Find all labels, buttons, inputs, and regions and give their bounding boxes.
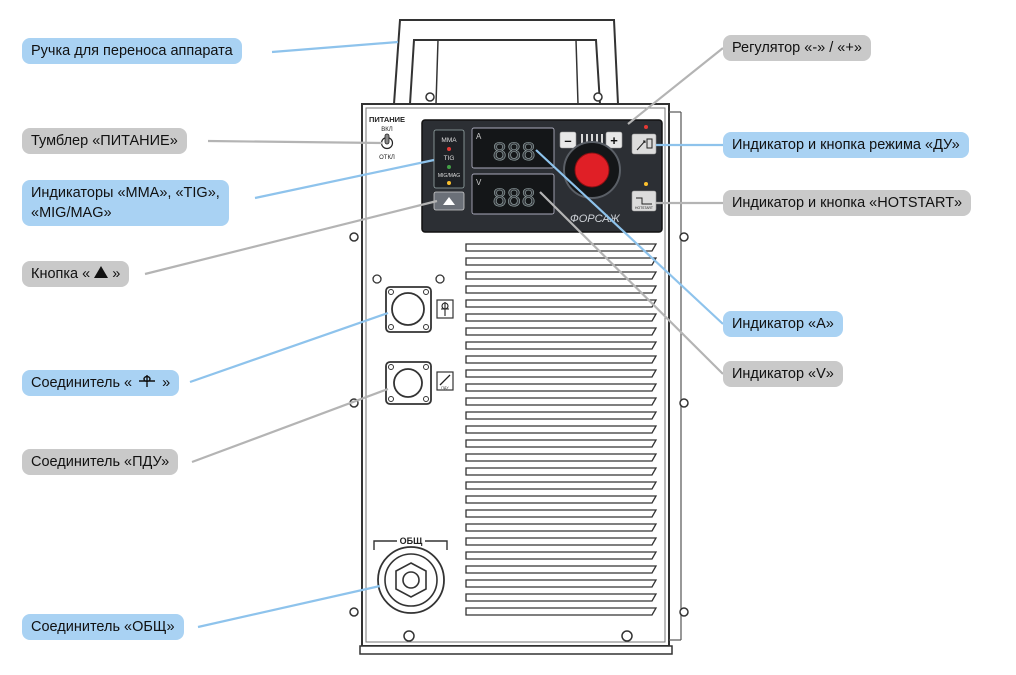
callout-remote-connector: Соединитель «ПДУ» (22, 449, 179, 475)
callout-mode-indicators: Индикаторы «MMA», «TIG», «MIG/MAG» (22, 180, 229, 226)
vent-slat (465, 579, 658, 588)
callout-torch-connector-prefix: Соединитель « (31, 375, 133, 391)
power-off-label: ОТКЛ (379, 155, 395, 161)
vent-slat (465, 509, 658, 518)
callout-power-toggle: Тумблер «ПИТАНИЕ» (22, 128, 187, 154)
vent-slat (465, 537, 658, 546)
hotstart-button[interactable] (631, 190, 657, 212)
vent-slat (465, 467, 658, 476)
display-v-letter: V (476, 178, 482, 187)
power-toggle[interactable] (384, 133, 390, 145)
callout-indicator-a: Индикатор «А» (723, 311, 843, 337)
up-triangle-icon (94, 266, 109, 278)
vent-slat (465, 383, 658, 392)
vent-slat (465, 397, 658, 406)
callout-up-button-prefix: Кнопка « (31, 266, 91, 282)
vent-slat (465, 593, 658, 602)
up-triangle-icon (443, 197, 455, 205)
carry-handle (392, 19, 620, 105)
minus-sign: – (564, 133, 571, 148)
brand-logo: ФОРСАЖ (570, 213, 621, 225)
led-remote (644, 125, 648, 129)
remote-sign: ПДУ (441, 386, 449, 390)
callout-remote-mode: Индикатор и кнопка режима «ДУ» (723, 132, 969, 158)
ventilation-grille (465, 243, 658, 616)
display-a-digits: 888 (492, 138, 535, 166)
mode-indicators (433, 129, 465, 189)
vent-slat (465, 243, 658, 252)
callout-handle: Ручка для переноса аппарата (22, 38, 242, 64)
mode-label-tig: TIG (444, 155, 455, 162)
led-mig (447, 181, 451, 185)
remote-connector[interactable] (385, 361, 432, 405)
remote-plug-icon (439, 374, 451, 386)
power-on-label: ВКЛ (381, 127, 392, 133)
callout-indicator-v: Индикатор «V» (723, 361, 843, 387)
callout-ground-connector: Соединитель «ОБЩ» (22, 614, 184, 640)
hotstart-sign: HOTSTART (635, 206, 653, 210)
vent-slat (465, 341, 658, 350)
ground-sign: ОБЩ (400, 536, 423, 546)
plus-button[interactable] (605, 131, 623, 149)
vent-slat (465, 257, 658, 266)
display-v-digits: 888 (492, 184, 535, 212)
vent-slat (465, 551, 658, 560)
callout-hotstart: Индикатор и кнопка «HOTSTART» (723, 190, 972, 216)
ground-connector[interactable] (373, 540, 448, 614)
callout-mode-indicators-line2: «MIG/MAG» (31, 205, 112, 221)
vent-slat (465, 355, 658, 364)
regulator-knob[interactable] (574, 152, 610, 188)
vent-slat (465, 271, 658, 280)
callout-regulator: Регулятор «-» / «+» (723, 35, 871, 61)
callout-up-button: Кнопка « » (22, 261, 130, 287)
remote-icon (636, 138, 653, 151)
vent-slat (465, 369, 658, 378)
torch-connector[interactable] (372, 274, 445, 333)
led-tig (447, 165, 451, 169)
vent-slat (465, 481, 658, 490)
vent-slat (465, 607, 658, 616)
vent-slat (465, 285, 658, 294)
minus-button[interactable] (559, 131, 577, 149)
display-a-letter: A (476, 132, 482, 141)
vent-slat (465, 425, 658, 434)
vent-slat (465, 411, 658, 420)
callout-mode-indicators-line1: Индикаторы «MMA», «TIG», (31, 185, 220, 201)
vent-slat (465, 565, 658, 574)
torch-symbol-icon (441, 302, 449, 316)
vent-slat (465, 313, 658, 322)
vent-slat (465, 495, 658, 504)
display-v[interactable] (471, 173, 555, 215)
display-a[interactable] (471, 127, 555, 169)
callout-torch-connector: Соединитель « » (22, 370, 180, 396)
vent-slat (465, 327, 658, 336)
vent-slat (465, 453, 658, 462)
vent-slat (465, 439, 658, 448)
callout-up-button-suffix: » (112, 266, 121, 282)
top-screws (425, 92, 603, 102)
hotstart-icon (636, 197, 652, 205)
vent-slat (465, 299, 658, 308)
torch-symbol-icon (139, 375, 156, 387)
led-hotstart (644, 182, 648, 186)
callout-torch-connector-suffix: » (162, 375, 171, 391)
plus-sign: + (610, 133, 618, 148)
leader-lines (144, 40, 724, 629)
mode-label-mma: MMA (441, 137, 457, 144)
mode-label-mig: MIG/MAG (438, 173, 460, 179)
power-title: ПИТАНИЕ (369, 115, 405, 124)
led-mma (447, 147, 451, 151)
vent-slat (465, 523, 658, 532)
